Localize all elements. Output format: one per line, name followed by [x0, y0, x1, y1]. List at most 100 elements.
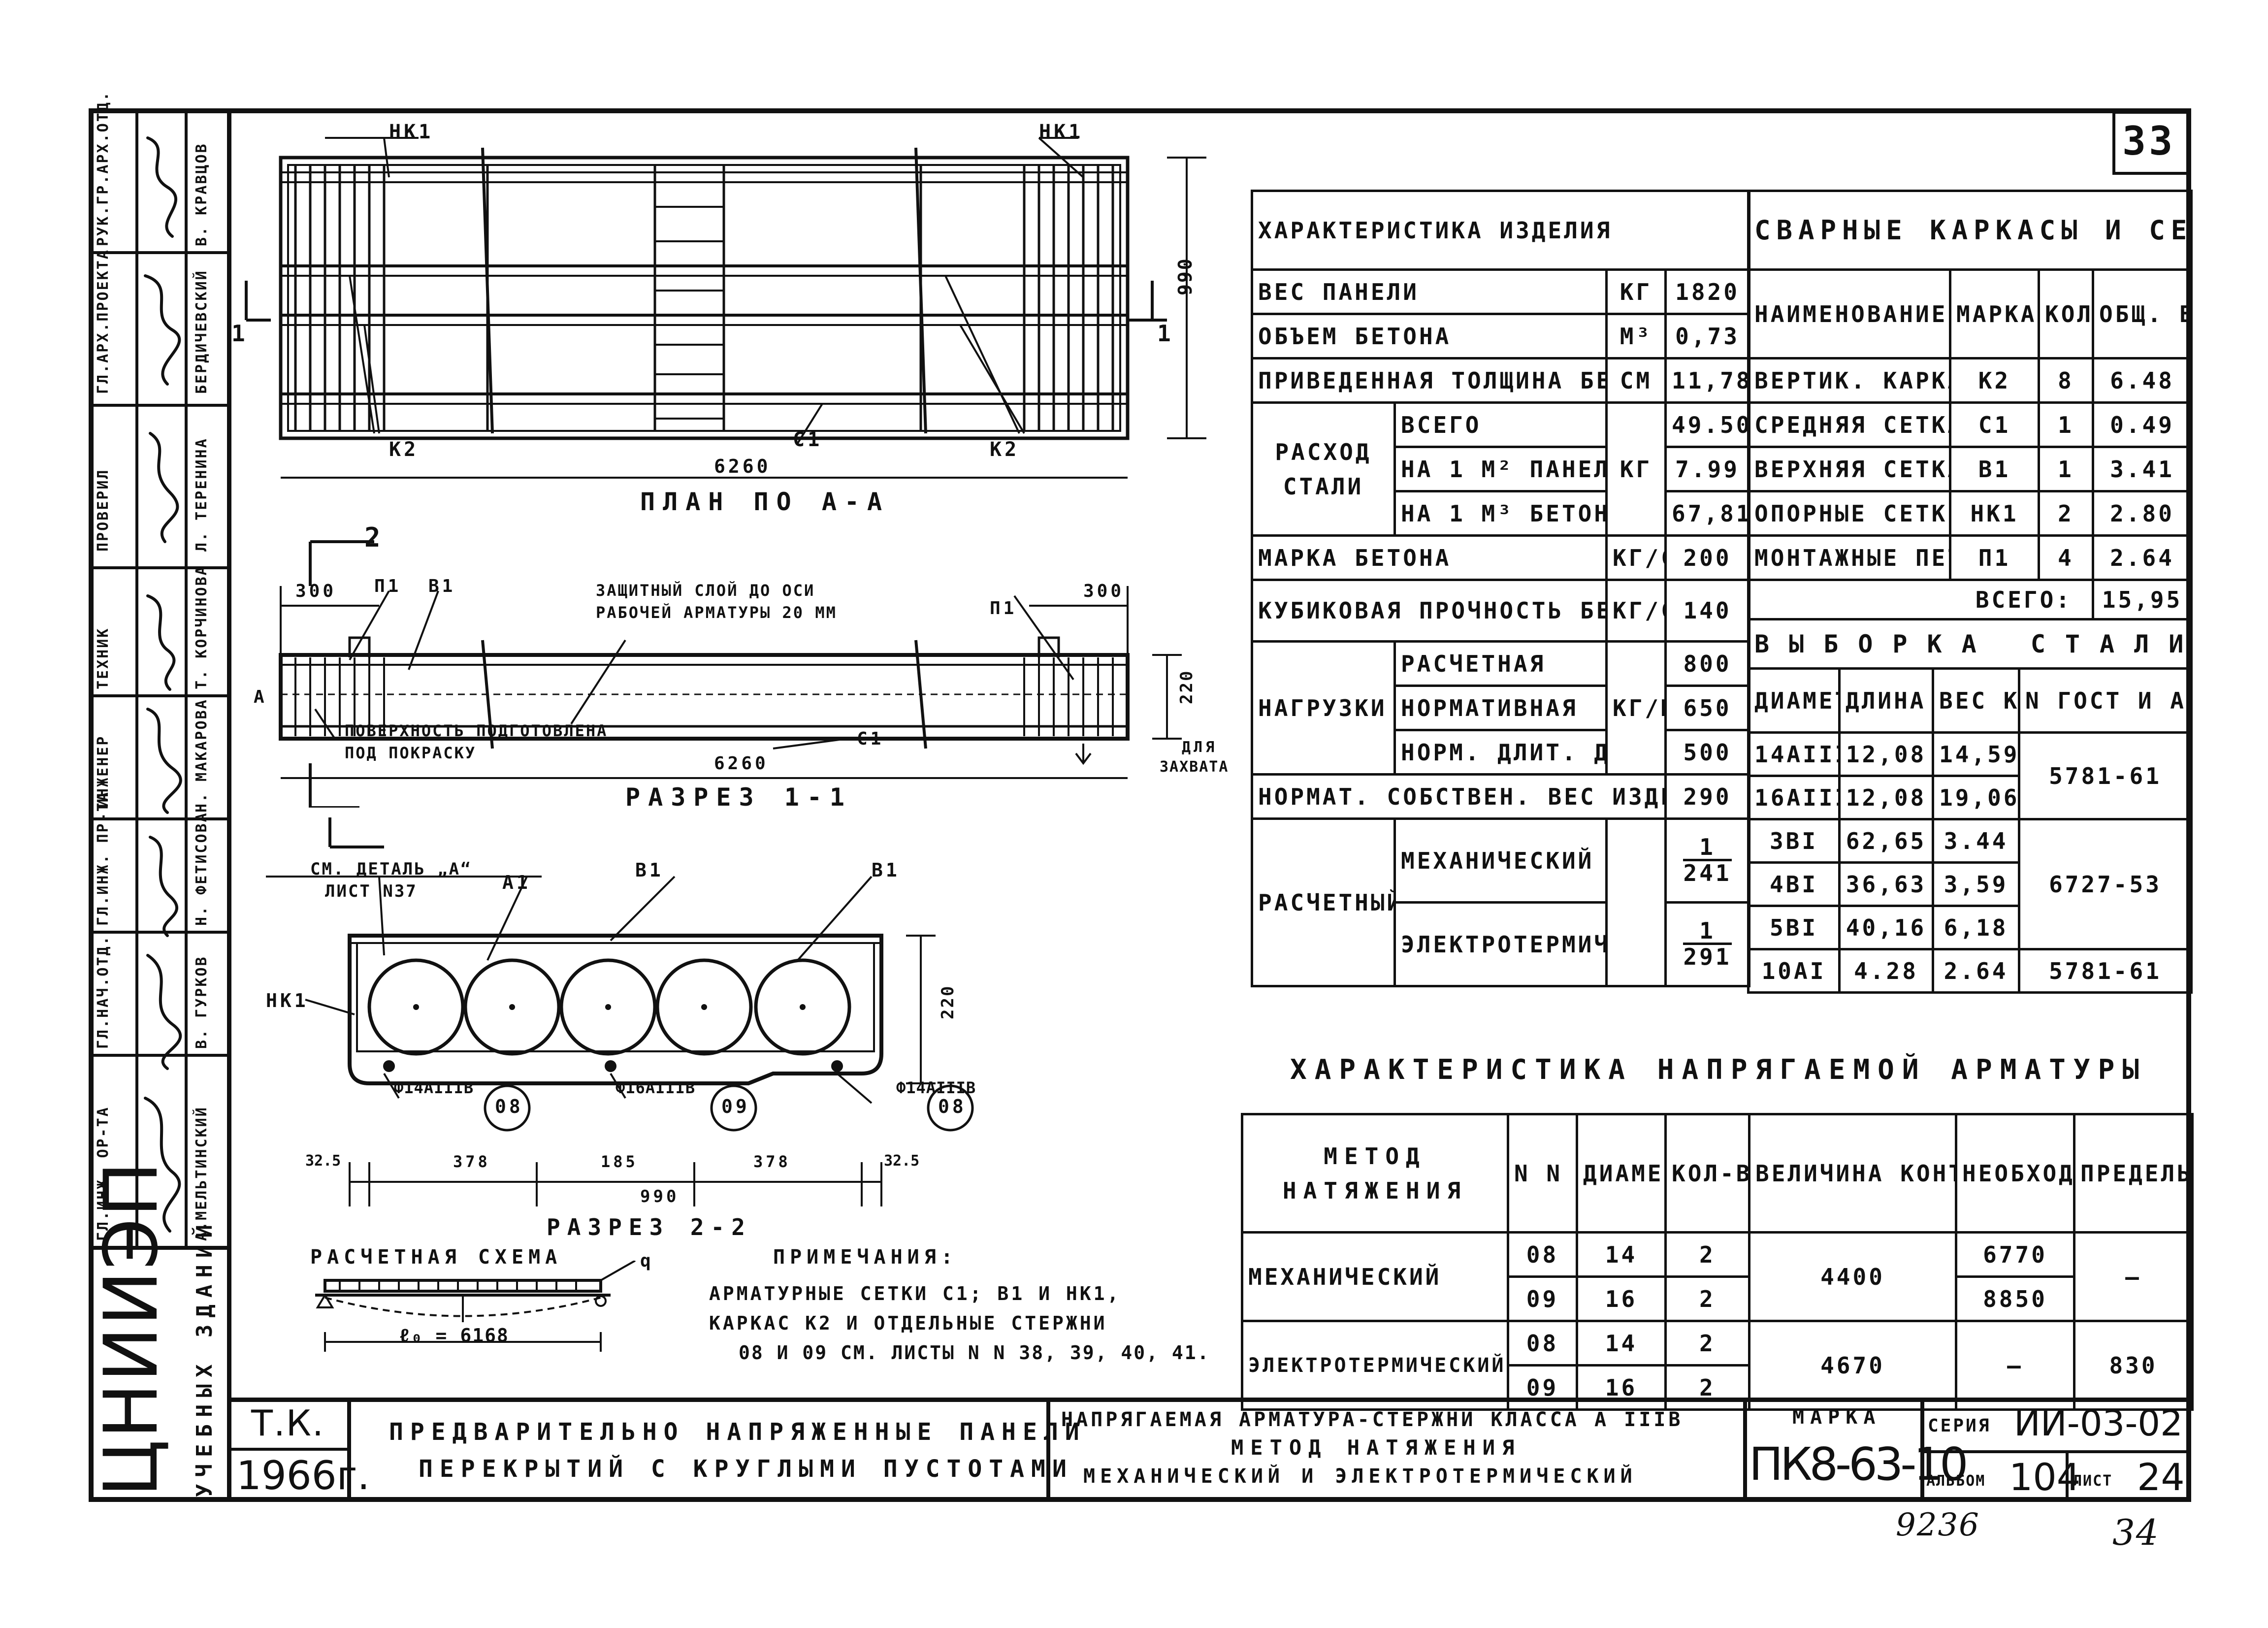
- handwritten-page: 34: [2112, 1512, 2160, 1553]
- thickness-unit: СМ: [1605, 357, 1667, 404]
- frames-cell: ВЕРХНЯЯ СЕТКА: [1747, 446, 1951, 492]
- volume-unit: М³: [1605, 313, 1667, 359]
- tension-header: ВЕЛИЧИНА КОНТРОЛИРУЕМОГО ПРЕДВАРИТ. НАПР…: [1748, 1113, 1957, 1234]
- strip-name: В. КРАВЦОВ: [193, 142, 210, 246]
- grade-unit: КГ/СМ²: [1605, 534, 1667, 581]
- sec2-rod-right: Ф14АIIIВ: [896, 1078, 976, 1097]
- album-label: АЛЬБОМ: [1926, 1472, 1986, 1490]
- strip-name: Л. ТЕРЕНИНА: [193, 437, 210, 552]
- steel-header: ВЕС КГ: [1932, 667, 2020, 734]
- plan-length-dim: 6260: [714, 456, 771, 477]
- steel-row-value: 49.50: [1664, 401, 1751, 448]
- title-block-divider: [1920, 1398, 1924, 1502]
- title-block-divider: [347, 1398, 351, 1502]
- sec1-label-p1: П1: [374, 576, 402, 596]
- strip-row-line: [89, 694, 231, 697]
- left-strip-divider: [185, 108, 188, 1246]
- tension-cell: 8850: [1955, 1275, 2075, 1322]
- sec2-dim-3: 378: [753, 1152, 791, 1171]
- scheme-title: РАСЧЕТНАЯ СХЕМА: [310, 1246, 562, 1269]
- frames-cell: ВЕРТИК. КАРКАС: [1747, 357, 1951, 404]
- steel-cell: 62,65: [1838, 818, 1934, 864]
- steel-unit: КГ: [1605, 401, 1667, 537]
- frames-cell: 0.49: [2092, 401, 2193, 448]
- steel-cell: 3ВI: [1747, 818, 1841, 864]
- strength-unit: КГ/СМ²: [1605, 579, 1667, 643]
- sec1-label-c1: С1: [857, 729, 884, 749]
- tension-cell: 6770: [1955, 1231, 2075, 1278]
- load-row-label: НОРМ. ДЛИТ. ДЕЙСТВ.: [1393, 729, 1608, 776]
- sec1-dim-right: 300: [1083, 581, 1125, 601]
- drawing-subtitle: НАПРЯГАЕМАЯ АРМАТУРА-СТЕРЖНИ КЛАССА А II…: [1061, 1408, 1684, 1431]
- sec2-caption: РАЗРЕЗ 2-2: [547, 1214, 752, 1240]
- tension-header: КОЛ-ВО СТЕРЖН. ШТ.: [1664, 1113, 1750, 1234]
- handwritten-number: 9236: [1896, 1507, 1980, 1543]
- loads-label: НАГРУЗКИ ПРИЛОЖЕН. К ИЗДЕЛИЮ: [1251, 640, 1396, 776]
- steel-cell: 10АI: [1747, 948, 1841, 994]
- plan-cut-left: 1: [231, 320, 248, 347]
- tension-stress: 4400: [1748, 1231, 1957, 1322]
- load-row-label: РАСЧЕТНАЯ: [1393, 640, 1608, 687]
- self-weight-label: НОРМАТ. СОБСТВЕН. ВЕС ИЗДЕЛИЯ: [1251, 773, 1667, 820]
- load-row-label: НОРМАТИВНАЯ: [1393, 684, 1608, 731]
- self-weight-value: 290: [1664, 773, 1751, 820]
- frames-cell: С1: [1949, 401, 2040, 448]
- strength-value: 140: [1664, 579, 1751, 643]
- tension-header: ДИАМЕТР СТЕРЖНЯ ММ: [1576, 1113, 1667, 1234]
- notes-line: АРМАТУРНЫЕ СЕТКИ С1; В1 И НК1,: [709, 1283, 1121, 1304]
- steel-row-value: 67,81: [1664, 490, 1751, 537]
- sec1-height-dim: 220: [1177, 669, 1197, 704]
- sec2-height-dim: 220: [938, 984, 958, 1019]
- left-strip-divider: [135, 108, 138, 1246]
- plan-label-c1: С1: [793, 428, 823, 451]
- sec2-label-a1: А1: [502, 872, 531, 893]
- steel-cell: 19,06: [1932, 775, 2020, 820]
- sheet-number: 33: [2122, 118, 2176, 164]
- plan-label-nk1-right: НК1: [1039, 121, 1084, 143]
- sec2-pos-left: 08: [495, 1096, 523, 1117]
- strip-role: ТЕХНИК: [95, 627, 112, 689]
- frames-total-value: 15,95: [2092, 579, 2193, 620]
- notes-line: КАРКАС К2 И ОТДЕЛЬНЫЕ СТЕРЖНИ: [709, 1312, 1107, 1334]
- frames-cell: К2: [1949, 357, 2040, 404]
- tension-method: ЭЛЕКТРОТЕРМИЧЕСКИЙ: [1241, 1320, 1509, 1411]
- tension-header: ПРЕДЕЛЬНОЕ ОТКЛОНЕНИЕ ПРЕДВАР. НАТЯЖЕНИЯ…: [2073, 1113, 2194, 1234]
- steel-cell: 2.64: [1932, 948, 2020, 994]
- tension-cell: 2: [1664, 1364, 1750, 1411]
- strip-role: ГЛ.НАЧ.ОТД.: [95, 935, 112, 1049]
- drawing-title: ПРЕДВАРИТЕЛЬНО НАПРЯЖЕННЫЕ ПАНЕЛИ: [389, 1418, 1086, 1446]
- welded-frames-table: СВАРНЫЕ КАРКАСЫ И СЕТКИ НАИМЕНОВАНИЕМАРК…: [1747, 190, 2193, 620]
- sec1-surface-note: ПОВЕРХНОСТЬ ПОДГОТОВЛЕНА: [345, 721, 608, 740]
- strip-row-line: [89, 1054, 231, 1057]
- frames-cell: 1: [2038, 401, 2094, 448]
- sec2-detail-ref: СМ. ДЕТАЛЬ „А“: [310, 859, 472, 879]
- grade-value: 200: [1664, 534, 1751, 581]
- steel-row-label: НА 1 М² ПАНЕЛИ: [1393, 446, 1608, 492]
- title-block-divider: [231, 1448, 350, 1451]
- series-value: ИИ-03-02: [2014, 1402, 2183, 1444]
- frames-cell: МОНТАЖНЫЕ ПЕТЛИ: [1747, 534, 1951, 581]
- sec1-label-b1: В1: [428, 576, 456, 596]
- plan-caption: ПЛАН ПО А-А: [640, 488, 890, 516]
- frames-cell: ОПОРНЫЕ СЕТКИ: [1747, 490, 1951, 537]
- volume-value: 0,73: [1664, 313, 1751, 359]
- steel-cell: 40,16: [1838, 905, 1934, 950]
- sec2-pos-mid: 09: [721, 1096, 750, 1117]
- tension-cell: 14: [1576, 1320, 1667, 1367]
- steel-gost: 5781-61: [2017, 948, 2193, 994]
- steel-header: ДЛИНА М: [1838, 667, 1934, 734]
- frames-cell: 2: [2038, 490, 2094, 537]
- weight-unit: КГ: [1605, 268, 1667, 315]
- weight-label: ВЕС ПАНЕЛИ: [1251, 268, 1608, 315]
- sec1-length-dim: 6260: [714, 753, 769, 774]
- deflection-row-label: МЕХАНИЧЕСКИЙ: [1393, 817, 1608, 904]
- tension-reinforcement-table: МЕТОД НАТЯЖЕНИЯ N N ПОЗИЦ. ДИАМЕТР СТЕРЖ…: [1241, 1113, 2194, 1411]
- steel-header: N ГОСТ И АРМАТУРЫ: [2017, 667, 2193, 734]
- sec1-grip-note-2: ЗАХВАТА: [1160, 758, 1229, 776]
- sec2-label-nk1: НК1: [266, 990, 309, 1011]
- frames-header: ОБЩ. ВЕС КГ: [2092, 268, 2193, 359]
- strip-row-line: [89, 817, 231, 820]
- series-label: СЕРИЯ: [1928, 1416, 1991, 1436]
- notes-line: 08 И 09 СМ. ЛИСТЫ N N 38, 39, 40, 41.: [739, 1342, 1210, 1364]
